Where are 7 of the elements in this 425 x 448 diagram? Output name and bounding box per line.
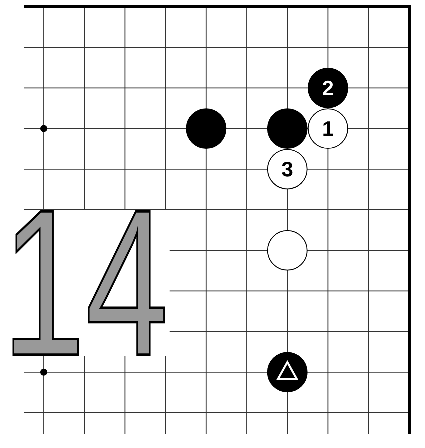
numbered-stone: 1 bbox=[308, 108, 348, 149]
stone bbox=[186, 108, 227, 149]
stone bbox=[267, 108, 308, 149]
marked-stone bbox=[267, 352, 308, 393]
stone bbox=[267, 230, 308, 271]
numbered-stone: 3 bbox=[267, 149, 308, 190]
numbered-stone: 2 bbox=[308, 68, 348, 108]
